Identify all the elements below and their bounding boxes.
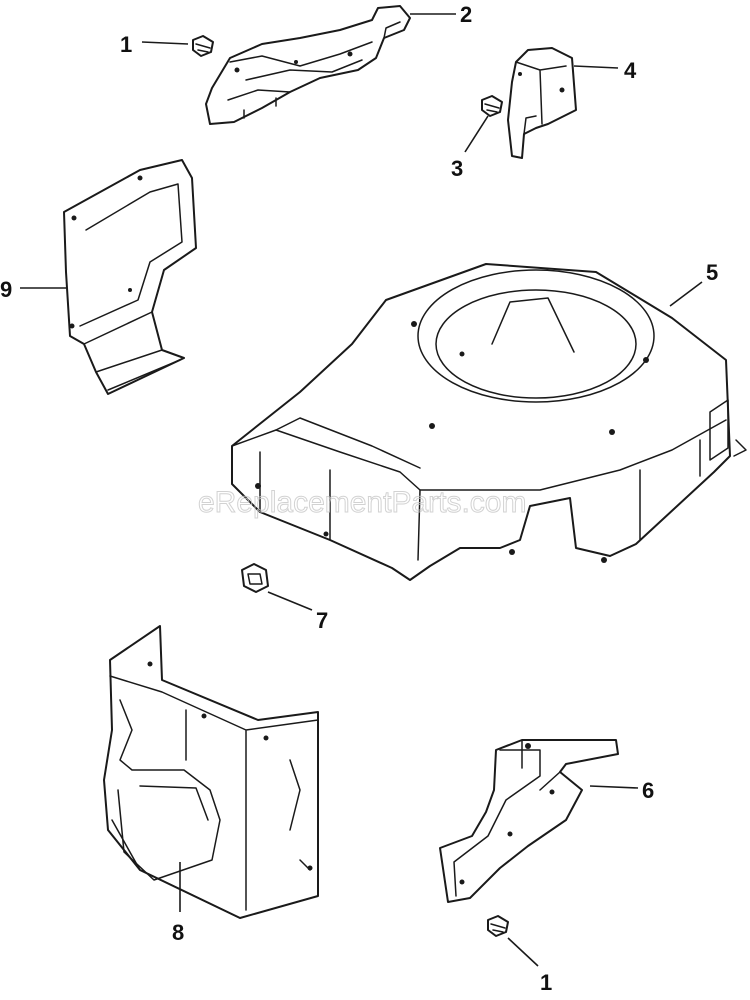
part-5-blower-housing	[231, 263, 747, 581]
leader-6	[589, 785, 639, 789]
leader-1-bottom	[507, 937, 539, 967]
leader-5	[669, 281, 703, 307]
part-6-bracket	[439, 739, 619, 903]
part-9-baffle	[63, 159, 197, 395]
leader-3	[464, 115, 489, 153]
callout-3: 3	[451, 156, 463, 181]
leader-1-top	[141, 41, 189, 45]
part-7-nut	[241, 563, 269, 593]
watermark: eReplacementParts.com	[198, 486, 526, 519]
callout-2: 2	[460, 2, 472, 27]
part-8-lower-shroud	[103, 625, 319, 919]
callout-1-top: 1	[120, 32, 132, 57]
callout-7: 7	[316, 608, 328, 633]
part-1-screw-top	[192, 35, 214, 57]
part-4-shield	[507, 47, 577, 159]
callout-4: 4	[624, 58, 637, 83]
leader-lines	[20, 13, 703, 967]
part-2-bracket	[205, 5, 411, 125]
part-3-screw	[481, 95, 503, 117]
callout-5: 5	[706, 260, 718, 285]
callouts: 1 2 3 4 5 6 7 8 9 1	[0, 2, 718, 995]
leader-4	[573, 65, 619, 69]
leader-7	[267, 591, 313, 611]
callout-1-bottom: 1	[540, 970, 552, 995]
callout-6: 6	[642, 778, 654, 803]
callout-9: 9	[0, 277, 12, 302]
callout-8: 8	[172, 920, 184, 945]
part-1-screw-bottom	[487, 915, 509, 937]
